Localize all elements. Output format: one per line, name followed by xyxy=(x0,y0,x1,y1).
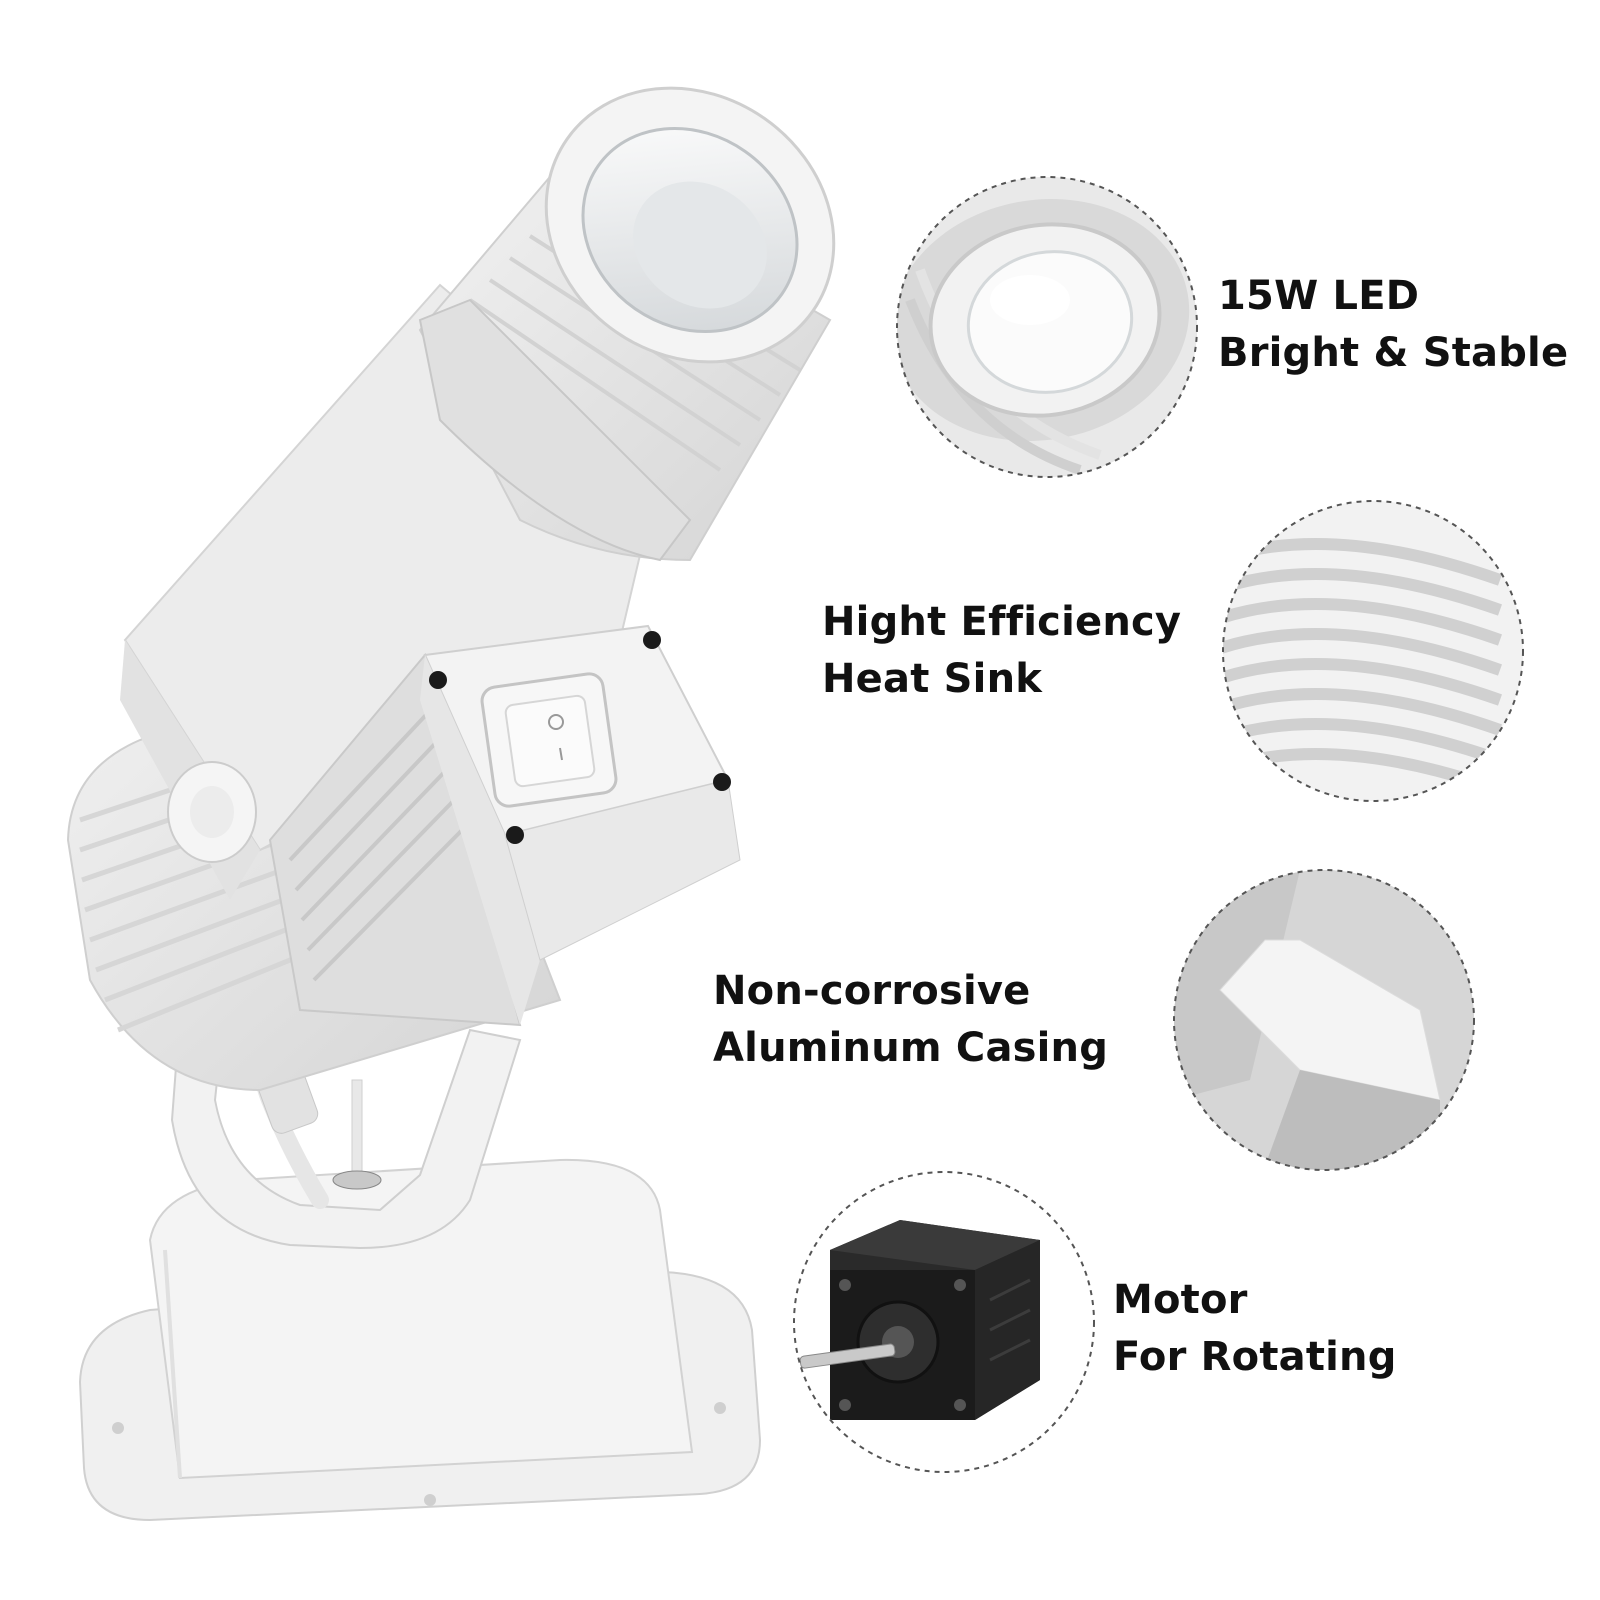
focus-ring xyxy=(418,298,692,562)
screw xyxy=(429,671,447,689)
screw xyxy=(643,631,661,649)
detail-circle-motor xyxy=(793,1171,1095,1473)
stepper-motor-icon xyxy=(799,1220,1040,1420)
feature-label-casing: Non-corrosive Aluminum Casing xyxy=(713,963,1108,1077)
feature-line: Heat Sink xyxy=(822,656,1043,702)
feature-label-heat-sink: Hight Efficiency Heat Sink xyxy=(822,594,1181,708)
mounting-hole xyxy=(714,1402,726,1414)
power-rocker-switch xyxy=(480,672,618,808)
detail-circle-casing xyxy=(1173,869,1475,1171)
projector-lens xyxy=(544,86,836,364)
detail-circle-led xyxy=(896,176,1198,478)
tilt-adjust-knob xyxy=(167,761,257,863)
feature-label-motor: Motor For Rotating xyxy=(1113,1272,1397,1386)
mounting-hole xyxy=(112,1422,124,1434)
screw xyxy=(506,826,524,844)
feature-line: Non-corrosive xyxy=(713,968,1031,1014)
rotating-shaft xyxy=(351,1079,363,1181)
feature-line: Aluminum Casing xyxy=(713,1025,1109,1071)
feature-line: For Rotating xyxy=(1113,1334,1397,1380)
detail-circle-heat-sink xyxy=(1222,500,1524,802)
feature-line: Bright & Stable xyxy=(1218,330,1569,376)
mounting-hole xyxy=(424,1494,436,1506)
gobo-projector xyxy=(66,86,836,1522)
feature-line: Hight Efficiency xyxy=(822,599,1182,645)
feature-line: 15W LED xyxy=(1218,273,1420,319)
feature-label-led: 15W LED Bright & Stable xyxy=(1218,268,1568,382)
yoke-bracket xyxy=(170,858,522,1250)
screw xyxy=(713,773,731,791)
feature-line: Motor xyxy=(1113,1277,1248,1323)
